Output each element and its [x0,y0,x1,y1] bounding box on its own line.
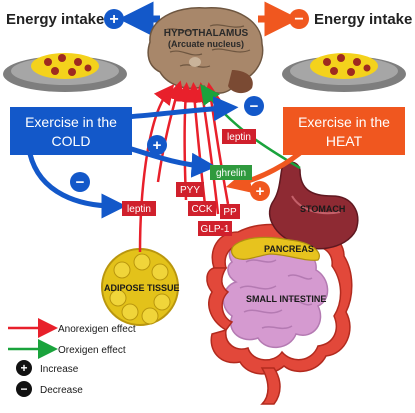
spaghetti-plate-right-icon [282,53,406,92]
exercise-cold-line2: COLD [52,133,91,149]
svg-text:PYY: PYY [180,185,200,196]
minus-sign: − [294,11,303,28]
minus-circle-icon [289,9,309,29]
plus-badge-cold-middle: + [147,135,167,155]
hormone-pyy: PYY [176,182,204,197]
svg-text:Increase: Increase [40,364,79,375]
legend-increase: + Increase [16,360,79,376]
energy-intake-decrease-label: Energy intake [314,11,412,28]
minus-badge-cold-left: − [70,172,90,192]
svg-text:Anorexigen effect: Anorexigen effect [58,324,136,335]
hormone-cck: CCK [188,201,216,216]
legend: Anorexigen effect Orexigen effect + Incr… [8,318,136,397]
adipose-tissue-icon [101,248,179,326]
exercise-heat-line1: Exercise in the [298,114,390,130]
svg-text:GLP-1: GLP-1 [201,224,230,235]
stomach-label: STOMACH [300,204,345,214]
svg-text:CCK: CCK [191,204,212,215]
exercise-heat-box: Exercise in the HEAT [283,107,405,155]
svg-text:PP: PP [223,207,237,218]
pancreas-icon [230,236,320,261]
hormone-pp: PP [220,204,240,219]
svg-text:−: − [20,382,27,396]
minus-badge-cold-top: − [244,96,264,116]
exercise-heat-line2: HEAT [326,133,363,149]
svg-text:−: − [76,174,85,191]
svg-text:+: + [20,361,27,375]
legend-orexigen: Orexigen effect [8,339,126,359]
hormone-ghrelin: ghrelin [210,165,252,180]
plus-badge-heat: + [250,181,270,201]
svg-text:+: + [256,183,265,200]
svg-text:leptin: leptin [127,204,151,215]
stomach-icon [269,161,359,250]
exercise-cold-line1: Exercise in the [25,114,117,130]
large-intestine-icon [206,223,353,405]
hormone-leptin-top: leptin [222,129,256,144]
svg-text:leptin: leptin [227,132,251,143]
exercise-cold-box: Exercise in the COLD [10,107,132,155]
svg-text:+: + [153,137,162,154]
spaghetti-plate-left-icon [3,53,127,92]
svg-text:Decrease: Decrease [40,385,83,396]
hypothalamus-title: HYPOTHALAMUS [164,28,249,39]
anorexigen-arrows [138,80,230,253]
energy-intake-increase-label: Energy intake [6,11,104,28]
plus-sign: + [109,11,118,28]
energy-intake-decrease-header: − Energy intake [258,1,412,37]
hormone-glp1: GLP-1 [198,221,232,236]
legend-anorexigen: Anorexigen effect [8,318,136,338]
hormone-leptin-left: leptin [122,201,156,216]
small-intestine-label: SMALL INTESTINE [246,294,326,304]
adipose-tissue-label: ADIPOSE TISSUE [104,283,180,293]
pancreas-label: PANCREAS [264,244,314,254]
brain-icon [147,7,264,94]
svg-text:ghrelin: ghrelin [216,168,246,179]
energy-intake-increase-header: Energy intake + [6,1,160,37]
legend-decrease: − Decrease [16,381,83,397]
svg-text:Orexigen effect: Orexigen effect [58,345,126,356]
hypothalamus-subtitle: (Arcuate nucleus) [168,39,244,49]
svg-text:−: − [250,98,259,115]
